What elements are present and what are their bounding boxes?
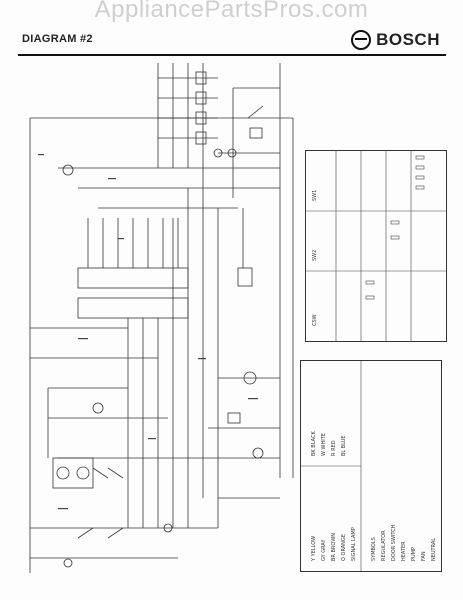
wire-color-item: BK BLACK: [311, 431, 317, 456]
page-header: DIAGRAM #2 BOSCH: [18, 28, 446, 56]
legend-item: SYMBOLS: [371, 537, 377, 561]
legend-item: FAN: [421, 551, 427, 561]
legend-item: DOOR SWITCH: [391, 524, 397, 561]
legend-item: NEUTRAL: [431, 537, 437, 561]
wire-color-item: R RED: [331, 440, 337, 456]
wiring-schematic: [29, 63, 294, 573]
legend-item: PUMP: [411, 546, 417, 561]
diagram-label: DIAGRAM #2: [22, 33, 93, 45]
brand-name: BOSCH: [376, 30, 440, 49]
wire-color-item: O ORANGE: [341, 534, 347, 561]
wire-color-item: BR BROWN: [331, 532, 337, 561]
bosch-logo-icon: [351, 30, 372, 50]
legend-item: SIGNAL LAMP: [351, 527, 357, 561]
legend-grid: [301, 361, 362, 571]
switch-label-sw1: SW1: [312, 189, 318, 201]
wire-color-item: W WHITE: [321, 433, 327, 456]
brand: BOSCH: [351, 30, 440, 50]
switch-table-grid: [306, 151, 446, 341]
watermark: AppliancePartsPros.com: [94, 0, 369, 23]
switch-label-csw: CSW: [312, 314, 318, 326]
wire-color-item: Y YELLOW: [311, 535, 317, 561]
legend-box: SYMBOLS REGULATOR DOOR SWITCH HEATER PUM…: [300, 360, 442, 572]
wire-color-item: GY GRAY: [321, 539, 327, 561]
legend-item: REGULATOR: [381, 530, 387, 561]
wire-color-item: BL BLUE: [341, 435, 347, 456]
switch-label-sw2: SW2: [312, 249, 318, 261]
switch-position-table: SW1 SW2 CSW: [305, 150, 447, 342]
legend-item: HEATER: [401, 541, 407, 561]
